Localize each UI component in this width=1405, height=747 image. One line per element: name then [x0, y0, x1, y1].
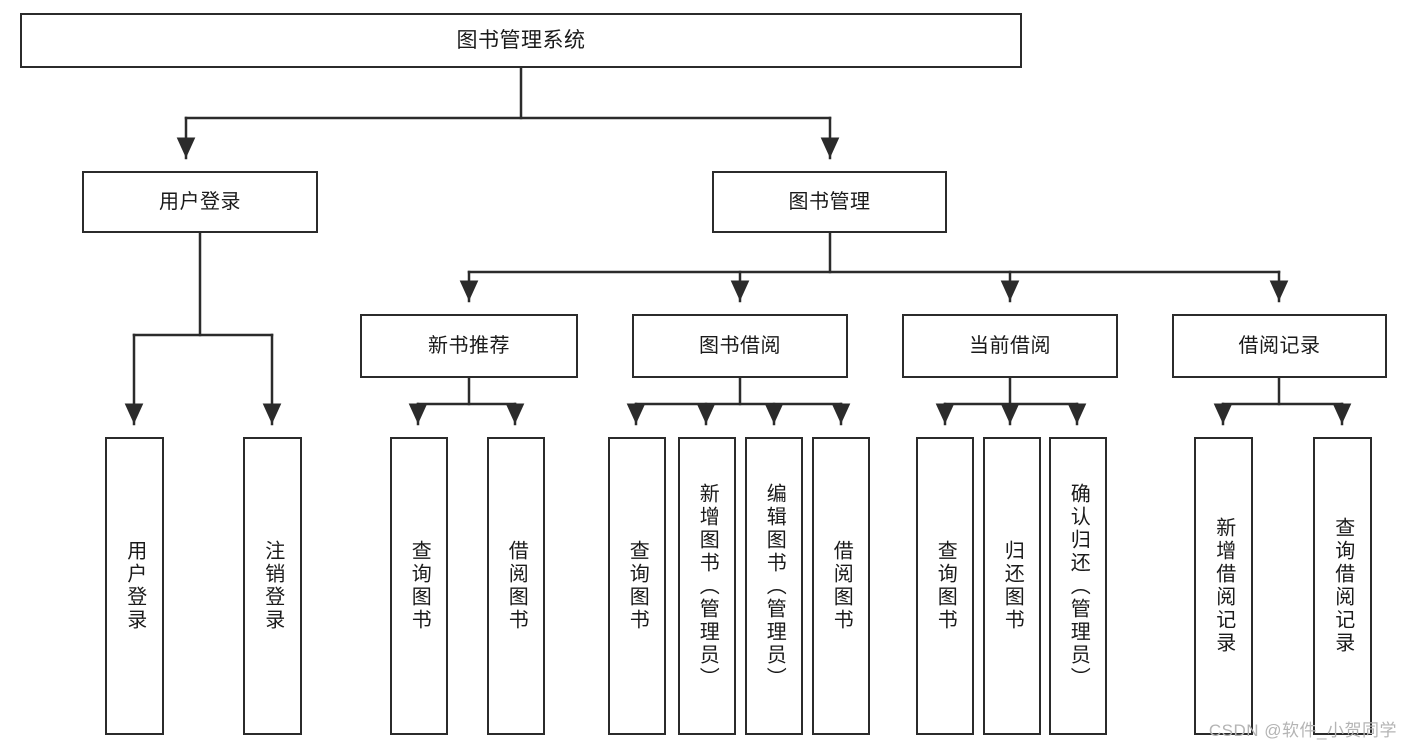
- leaf-query-book-borrow[interactable]: 查询图书: [608, 437, 666, 735]
- leaf-add-book-admin-label: 新增图书（管理员）: [696, 482, 719, 690]
- leaf-add-book-admin[interactable]: 新增图书（管理员）: [678, 437, 736, 735]
- node-root[interactable]: 图书管理系统: [20, 13, 1022, 68]
- leaf-logout-label: 注销登录: [261, 540, 284, 632]
- node-book-management[interactable]: 图书管理: [712, 171, 947, 233]
- node-book-management-label: 图书管理: [788, 190, 871, 213]
- leaf-edit-book-admin-label: 编辑图书（管理员）: [763, 482, 786, 690]
- node-root-label: 图书管理系统: [456, 28, 586, 52]
- leaf-query-borrow-record-label: 查询借阅记录: [1331, 517, 1354, 655]
- leaf-query-book-recommend[interactable]: 查询图书: [390, 437, 448, 735]
- node-current-borrow-label: 当前借阅: [969, 334, 1051, 357]
- leaf-query-borrow-record[interactable]: 查询借阅记录: [1313, 437, 1372, 735]
- csdn-watermark: CSDN @软件_小贺同学: [1208, 721, 1397, 740]
- leaf-user-login-label: 用户登录: [123, 540, 146, 632]
- leaf-return-book-label: 归还图书: [1001, 540, 1024, 632]
- node-current-borrow[interactable]: 当前借阅: [902, 314, 1118, 378]
- node-new-book-recommend-label: 新书推荐: [428, 334, 510, 357]
- node-book-borrow[interactable]: 图书借阅: [632, 314, 848, 378]
- leaf-query-book-recommend-label: 查询图书: [408, 540, 431, 632]
- leaf-borrow-book[interactable]: 借阅图书: [812, 437, 870, 735]
- leaf-confirm-return-admin[interactable]: 确认归还（管理员）: [1049, 437, 1107, 735]
- leaf-query-book-borrow-label: 查询图书: [626, 540, 649, 632]
- leaf-add-borrow-record-label: 新增借阅记录: [1212, 517, 1235, 655]
- leaf-query-book-current-label: 查询图书: [934, 540, 957, 632]
- node-new-book-recommend[interactable]: 新书推荐: [360, 314, 578, 378]
- node-user-login-label: 用户登录: [159, 190, 241, 213]
- node-user-login[interactable]: 用户登录: [82, 171, 318, 233]
- leaf-logout[interactable]: 注销登录: [243, 437, 302, 735]
- leaf-edit-book-admin[interactable]: 编辑图书（管理员）: [745, 437, 803, 735]
- leaf-return-book[interactable]: 归还图书: [983, 437, 1041, 735]
- node-borrow-record-label: 借阅记录: [1238, 334, 1321, 357]
- leaf-user-login[interactable]: 用户登录: [105, 437, 164, 735]
- leaf-borrow-book-recommend[interactable]: 借阅图书: [487, 437, 545, 735]
- node-book-borrow-label: 图书借阅: [699, 334, 781, 357]
- node-borrow-record[interactable]: 借阅记录: [1172, 314, 1387, 378]
- leaf-borrow-book-recommend-label: 借阅图书: [505, 540, 528, 632]
- leaf-borrow-book-label: 借阅图书: [830, 540, 853, 632]
- leaf-add-borrow-record[interactable]: 新增借阅记录: [1194, 437, 1253, 735]
- leaf-query-book-current[interactable]: 查询图书: [916, 437, 974, 735]
- leaf-confirm-return-admin-label: 确认归还（管理员）: [1067, 482, 1090, 690]
